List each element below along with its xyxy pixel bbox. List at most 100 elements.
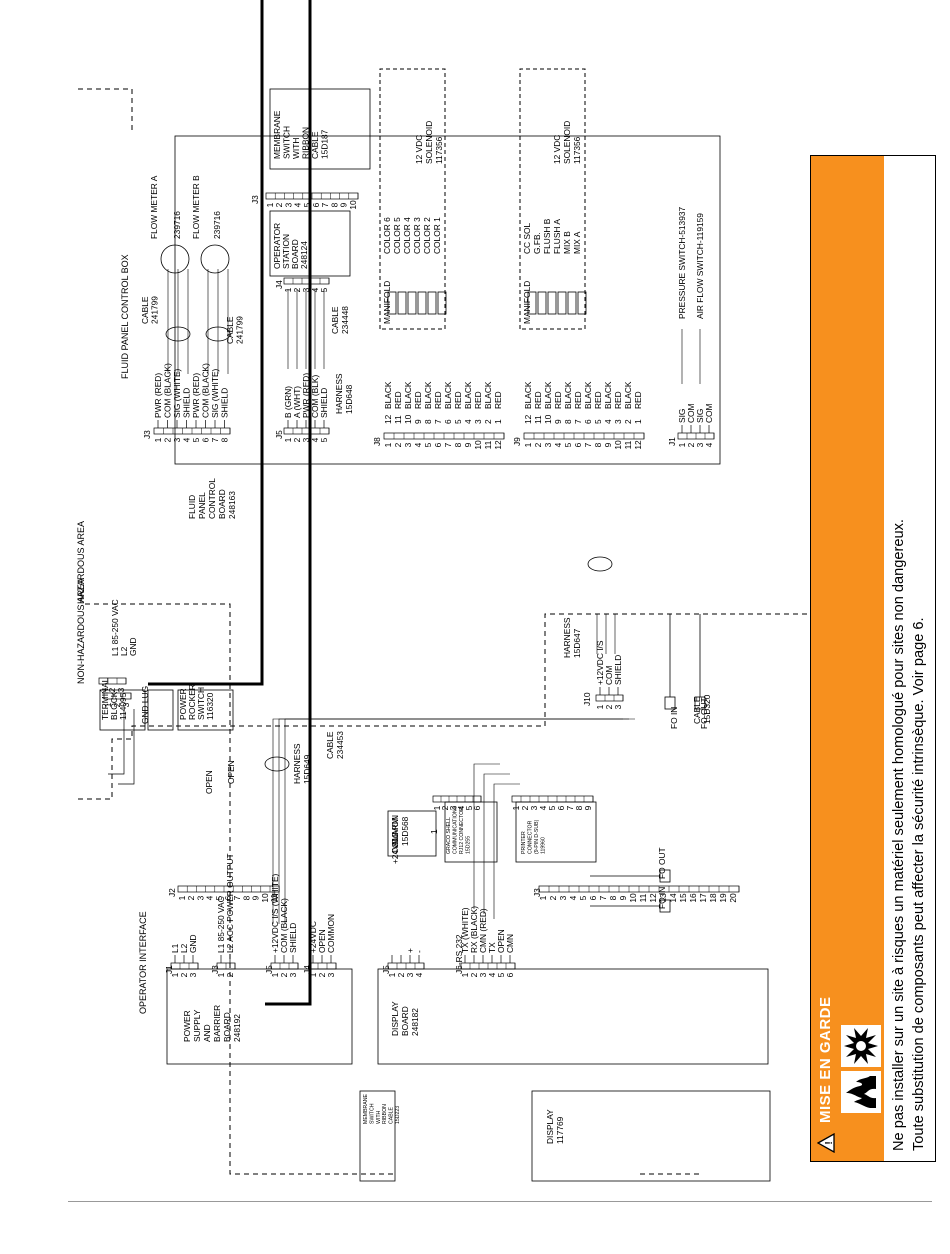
membrane-right-label: CABLE (310, 131, 320, 159)
open-label: OPEN (204, 770, 214, 794)
fluid-panel-board-label: CONTROL (207, 478, 217, 519)
ps-j4-housing (308, 962, 337, 970)
j8-pin-number: 2 (483, 419, 493, 424)
ps-j1-pin-number: 2 (179, 972, 189, 977)
j9-pin-number: 10 (543, 414, 553, 424)
svg-text:!: ! (824, 1141, 835, 1144)
fp-j3-pin-label: PWR (RED) (153, 373, 163, 418)
op-j4-housing (283, 277, 330, 285)
j8-wire-label: RED (453, 391, 463, 409)
ps-j1-housing (170, 962, 199, 970)
flow-meter-a-symbol (160, 244, 190, 274)
j8-output-label: COLOR 4 (402, 217, 412, 254)
membrane-switch-right (269, 88, 371, 170)
harness-15d647-label: HARNESS (562, 617, 572, 658)
solenoid-j9-label: 12 VDC (552, 135, 562, 164)
power-rocker-label: ROCKER (187, 684, 197, 720)
power-rocker-label: POWER (178, 688, 188, 720)
rs232-j6-pin-number: 6 (505, 972, 515, 977)
fp-j8-pin-number: 5 (423, 442, 433, 447)
pressure-switch-label: PRESSURE SWITCH-513937 (677, 206, 687, 319)
fp-j5-pin-number: 2 (292, 437, 302, 442)
terminal-block (99, 689, 146, 731)
manifold-j8-label: MANIFOLD (382, 281, 392, 324)
membrane-j2-pin-number: 2 (186, 895, 196, 900)
j9-output-label: MIX A (572, 231, 582, 254)
j8-wire-label: BLACK (403, 381, 413, 409)
display-j3-pin-number: 18 (708, 893, 718, 903)
fp-j3-pin-number: 2 (163, 437, 173, 442)
j8-pin-number: 11 (393, 415, 403, 424)
cable-234453-label: 234453 (335, 731, 345, 759)
j9-wire-label: BLACK (623, 381, 633, 409)
membrane-right-label: SWITCH (282, 126, 292, 159)
j8-wire-label: BLACK (443, 381, 453, 409)
rs232-j6-pin-number: 3 (478, 972, 488, 977)
solenoid-coil-j9 (547, 291, 557, 315)
power-rocker-label: SWITCH (196, 687, 206, 720)
fp-j9-pin-number: 11 (623, 440, 633, 449)
j8-wire-label: BLACK (463, 381, 473, 409)
terminal-block-pins-pin-number: 2 (107, 687, 117, 692)
terminal-block-lead-label: L1 85-250 VAC (110, 599, 120, 656)
fp-j10-pin-label: COM (604, 665, 614, 685)
fp-j5-pin-label: SHIELD (319, 388, 329, 418)
open-label: OPEN (226, 760, 236, 784)
tb-feed-wire (118, 709, 135, 785)
fp-j8-pin-number: 12 (493, 440, 503, 450)
fp-j1-pin-label: SIG (677, 409, 687, 423)
graco-comms-label: 15D255 (466, 836, 472, 854)
connector-j8-label: J8 (372, 437, 382, 446)
j9-wire-label: BLACK (523, 381, 533, 409)
j9-wire-label: RED (593, 391, 603, 409)
membrane-left-label: CABLE (389, 1106, 395, 1124)
fp-j5-pin-number: 1 (283, 437, 293, 442)
j9-wire-label: RED (613, 391, 623, 409)
solenoid-coil-j9 (527, 291, 537, 315)
fp-j1-pin-number: 2 (686, 442, 696, 447)
j8-wire-label: RED (493, 391, 503, 409)
printer-pins-pin-number: 5 (547, 805, 557, 810)
membrane-j2-pin-number: 6 (223, 895, 233, 900)
membrane-j2-pin-number: 5 (214, 895, 224, 900)
display-board-label: 248182 (410, 1008, 420, 1036)
gnd-lug-box (147, 689, 174, 731)
graco-comms-label: GRACO SHELL (446, 817, 452, 854)
j8-pin-number: 4 (463, 419, 473, 424)
ps-j1-pin-label: L1 (170, 943, 180, 953)
fluid-panel-board-label: FLUID (187, 495, 197, 519)
disp-j5-pin-label: - (414, 950, 424, 953)
membrane-j2-pin-number: 10 (260, 893, 270, 903)
ps-j4-pin-label: COMMON (326, 914, 336, 953)
rs232-j6-pin-number: 5 (496, 972, 506, 977)
printer-label: (9-PIN D-SUB) (534, 819, 540, 854)
j8-wire-label: RED (473, 391, 483, 409)
membrane-left-label: SWITCH (369, 1103, 375, 1124)
fp-j5-pin-number: 4 (310, 437, 320, 442)
fluid-panel-board-label: 248163 (227, 491, 237, 519)
fp-j9-pin-number: 12 (633, 440, 643, 450)
op-j3-pin-number: 7 (320, 202, 330, 207)
fp-j9-pin-number: 1 (523, 442, 533, 447)
fp-j9-pin-number: 7 (583, 442, 593, 447)
fp-j3-pin-number: 7 (210, 437, 220, 442)
display-board (377, 968, 769, 1065)
hazard-boundary-line (265, 0, 312, 1006)
fp-j3-pin-number: 6 (201, 437, 211, 442)
j8-pin-number: 10 (403, 414, 413, 424)
disp-j5-label: COMMON (390, 815, 400, 854)
graco-pins-pin-number: 6 (472, 805, 482, 810)
graco-pin-number: 1 (429, 829, 439, 834)
fp-j10-pin-label: SHIELD (613, 655, 623, 685)
ps-j3-pin-number: 2 (225, 972, 235, 977)
power-supply-board-label: POWER (182, 1010, 192, 1042)
manifold-j9-label: MANIFOLD (522, 281, 532, 324)
membrane-j2-pin-number: 9 (251, 895, 261, 900)
ps-j3-pin-number: 1 (216, 972, 226, 977)
fo-in-label: FO IN (657, 887, 667, 909)
ps-j5-pin-number: 1 (270, 972, 280, 977)
solenoid-j8-label: SOLENOID (424, 121, 434, 164)
graco-pins-pin-number: 5 (464, 805, 474, 810)
membrane-left-label: MEMBRANE (363, 1093, 369, 1124)
